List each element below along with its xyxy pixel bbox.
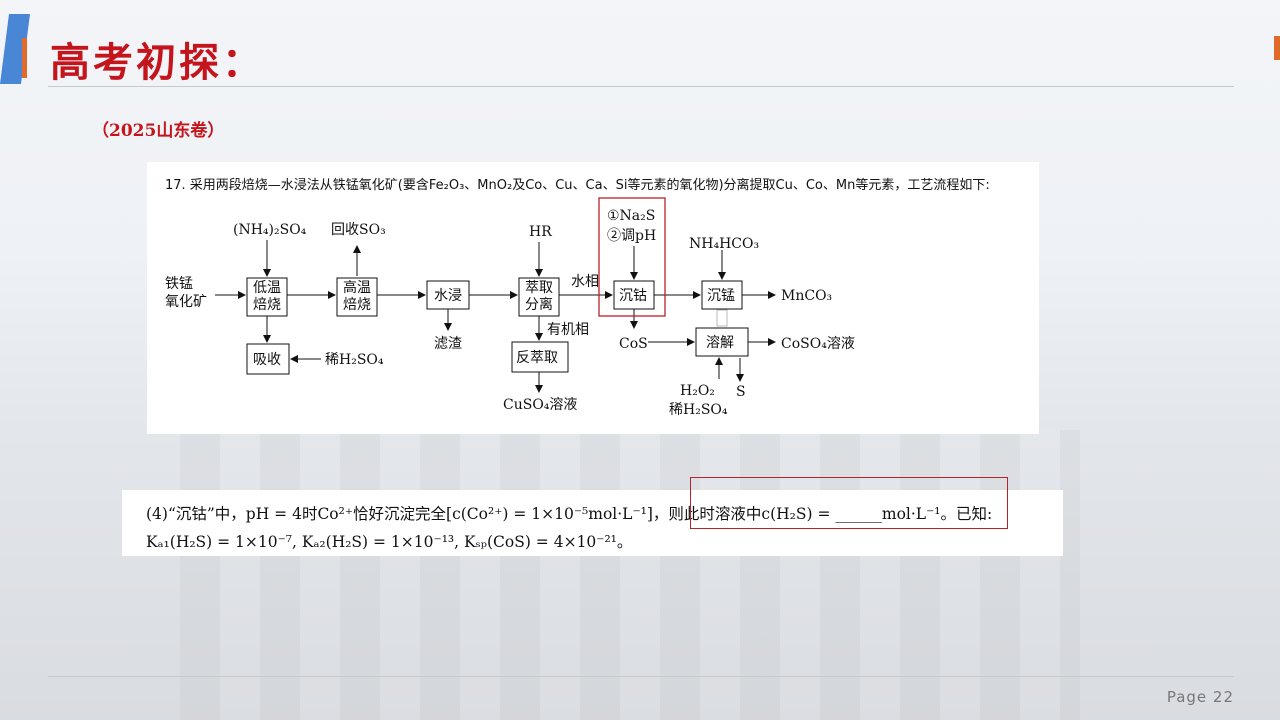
label-extract-1: 萃取 [525,280,553,296]
label-raw-material-1: 铁锰 [165,276,193,292]
process-flow-diagram: 铁锰 氧化矿 (NH₄)₂SO₄ 低温 焙烧 高温 焙烧 回收SO₃ 吸收 稀H… [165,197,855,418]
problem-card: 17. 采用两段焙烧—水浸法从铁锰氧化矿(要含Fe₂O₃、MnO₂及Co、Cu、… [147,162,1039,434]
label-dissolve: 溶解 [706,335,734,351]
highlight-precip-co [598,197,666,317]
label-absorb: 吸收 [253,352,281,368]
label-dilute-h2so4-2: 稀H₂SO₄ [669,402,728,418]
header-divider [48,86,1234,87]
footer-divider [48,676,1234,677]
label-recover-so3: 回收SO₃ [331,222,386,238]
label-residue: 滤渣 [434,336,462,352]
label-low-temp-2: 焙烧 [253,297,281,313]
label-low-temp-1: 低温 [253,280,281,296]
accent-bar-orange [22,38,27,78]
label-reagent-hr: HR [529,224,552,240]
label-reagent-na2s: ①Na₂S [607,208,655,224]
connector-mn-to-dissolve [716,309,728,327]
label-aqueous-phase: 水相 [571,274,599,290]
label-reagent-nh4so4: (NH₄)₂SO₄ [233,222,307,238]
label-high-temp-1: 高温 [343,279,371,296]
accent-bar-right [1274,36,1280,60]
label-dilute-h2so4: 稀H₂SO₄ [325,352,384,368]
question-line-2: Kₐ₁(H₂S) = 1×10⁻⁷, Kₐ₂(H₂S) = 1×10⁻¹³, K… [146,533,633,551]
problem-intro: 17. 采用两段焙烧—水浸法从铁锰氧化矿(要含Fe₂O₃、MnO₂及Co、Cu、… [165,178,990,193]
label-reagent-nh4hco3: NH₄HCO₃ [689,236,759,252]
box-high-temp-roast [336,277,378,317]
label-back-extract: 反萃取 [516,350,558,366]
question-highlight-box [690,477,1008,529]
box-back-extract [511,341,569,373]
page-number: Page 22 [1166,688,1234,706]
slide-subtitle: （2025山东卷） [92,121,225,141]
label-water-leach: 水浸 [434,288,462,304]
label-mnco3: MnCO₃ [781,288,832,304]
background-building [180,430,1080,720]
label-cos: CoS [619,336,648,352]
question-line-1: (4)“沉钴”中，pH = 4时Co²⁺恰好沉淀完全[c(Co²⁺) = 1×1… [146,505,993,523]
label-coso4: CoSO₄溶液 [781,336,855,352]
label-h2o2: H₂O₂ [680,383,715,399]
label-product-s: S [736,384,746,400]
label-high-temp-2: 焙烧 [343,297,371,313]
label-extract-2: 分离 [525,296,553,313]
slide-title: 高考初探： [50,39,265,86]
label-reagent-ph: ②调pH [607,228,656,244]
question-card: (4)“沉钴”中，pH = 4时Co²⁺恰好沉淀完全[c(Co²⁺) = 1×1… [122,490,1063,556]
label-precip-co: 沉钴 [619,288,647,304]
label-organic-phase: 有机相 [547,322,589,338]
label-cuso4: CuSO₄溶液 [503,397,577,413]
box-absorb [246,343,290,375]
label-raw-material-2: 氧化矿 [165,294,207,310]
label-precip-mn: 沉锰 [707,288,735,304]
